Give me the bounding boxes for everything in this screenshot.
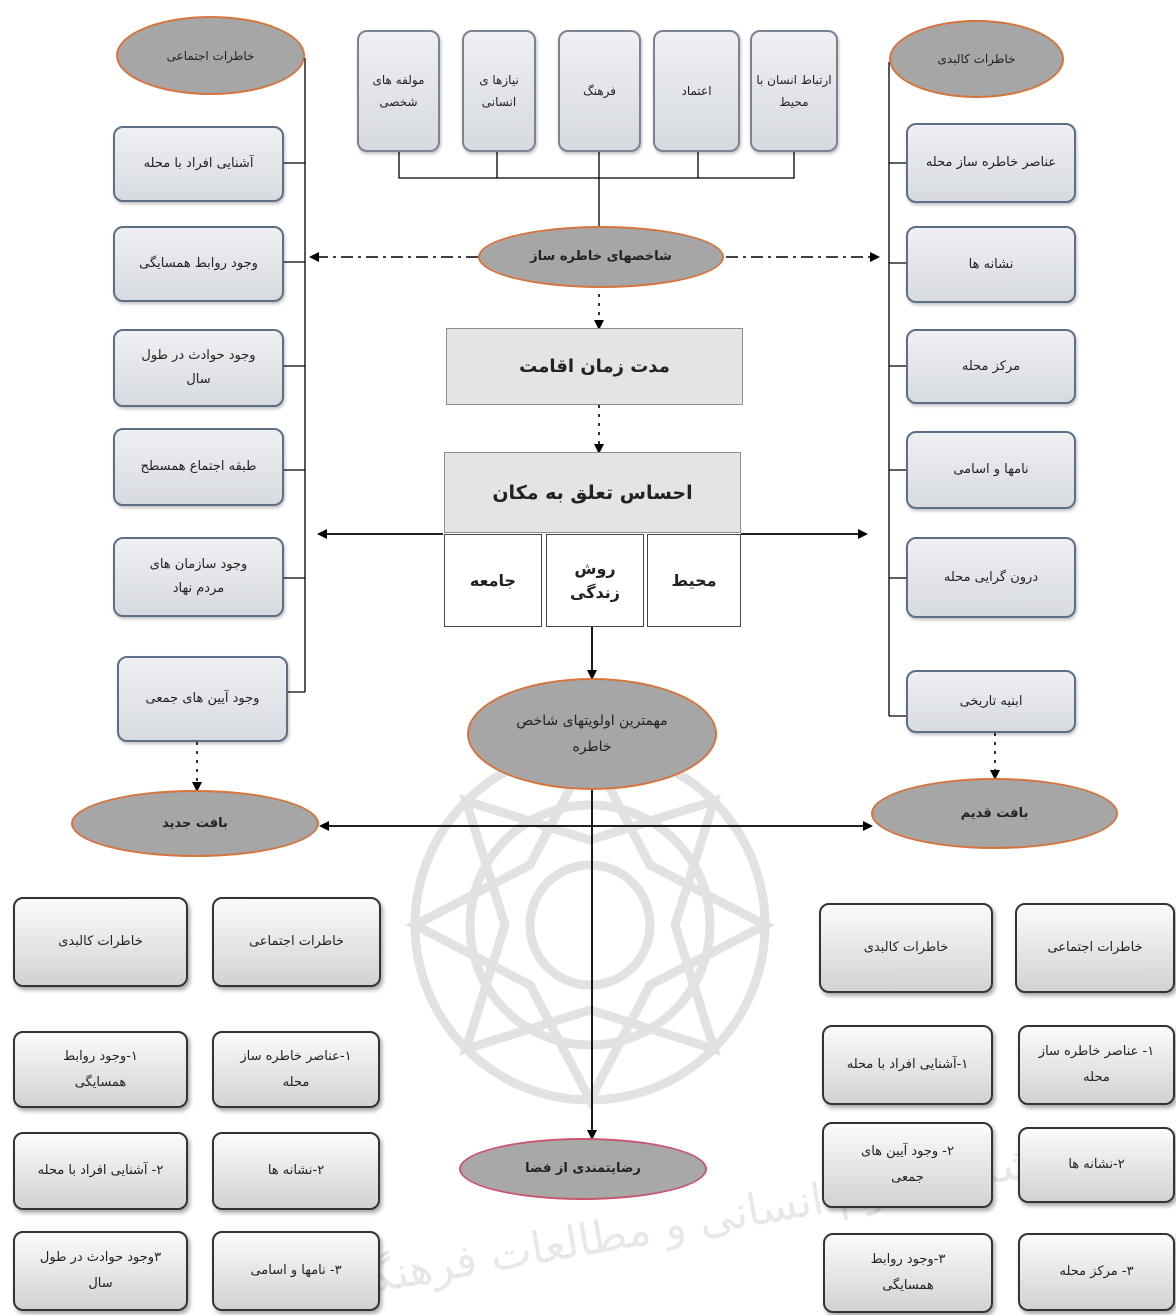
old-fabric-physical-header: خاطرات کالبدی bbox=[819, 903, 993, 993]
right-column-title: خاطرات کالبدی bbox=[889, 20, 1064, 98]
factor-human-needs: نیازها ی انسانی bbox=[462, 30, 536, 152]
old-fabric-physical-item-2: ۲- وجود آیین های جمعی bbox=[822, 1122, 993, 1208]
new-fabric-social-item-3: ۳- نامها و اسامی bbox=[212, 1231, 380, 1311]
left-item-3: وجود حوادث در طول سال bbox=[113, 329, 284, 407]
factor-trust: اعتماد bbox=[653, 30, 740, 152]
old-fabric-physical-item-1: ۱-آشنایی افراد با محله bbox=[822, 1025, 993, 1105]
right-item-1: عناصر خاطره ساز محله bbox=[906, 123, 1076, 203]
attachment-part-lifestyle: روش زندگی bbox=[546, 534, 644, 627]
space-satisfaction-ellipse: رضایتمندی از فضا bbox=[459, 1138, 707, 1200]
new-fabric-physical-item-2: ۲- آشنایی افراد با محله bbox=[13, 1132, 188, 1210]
attachment-part-society: جامعه bbox=[444, 534, 542, 627]
factor-culture: فرهنگ bbox=[558, 30, 641, 152]
old-fabric-social-item-3: ۳- مرکز محله bbox=[1018, 1233, 1175, 1311]
old-fabric-ellipse: بافت قدیم bbox=[871, 778, 1118, 849]
new-fabric-social-item-2: ۲-نشانه ها bbox=[212, 1132, 380, 1210]
residence-duration-box: مدت زمان اقامت bbox=[446, 328, 743, 405]
left-column-title: خاطرات اجتماعی bbox=[116, 16, 305, 95]
left-item-5: وجود سازمان های مردم نهاد bbox=[113, 537, 284, 617]
right-item-3: مرکز محله bbox=[906, 329, 1076, 404]
old-fabric-physical-item-3: ۳-وجود روابط همسایگی bbox=[823, 1233, 993, 1313]
right-item-6: ابنیه تاریخی bbox=[906, 670, 1076, 733]
new-fabric-social-item-1: ۱-عناصر خاطره ساز محله bbox=[212, 1031, 380, 1108]
factor-human-environment: ارتباط انسان با محیط bbox=[750, 30, 838, 152]
new-fabric-ellipse: بافت جدید bbox=[71, 790, 319, 857]
left-item-1: آشنایی افراد با محله bbox=[113, 126, 284, 202]
right-item-5: درون گرایی محله bbox=[906, 537, 1076, 618]
right-item-4: نامها و اسامی bbox=[906, 431, 1076, 509]
old-fabric-social-item-2: ۲-نشانه ها bbox=[1018, 1127, 1175, 1203]
attachment-part-environment: محیط bbox=[647, 534, 741, 627]
left-item-6: وجود آیین های جمعی bbox=[117, 656, 288, 742]
new-fabric-social-header: خاطرات اجتماعی bbox=[212, 897, 381, 987]
right-item-2: نشانه ها bbox=[906, 226, 1076, 303]
new-fabric-physical-header: خاطرات کالبدی bbox=[13, 897, 188, 987]
place-attachment-box: احساس تعلق به مکان bbox=[444, 452, 741, 533]
top-priorities-ellipse: مهمترین اولویتهای شاخص خاطره bbox=[467, 678, 717, 790]
new-fabric-physical-item-1: ۱-وجود روابط همسایگی bbox=[13, 1031, 188, 1108]
watermark-rosette bbox=[405, 740, 775, 1110]
old-fabric-social-header: خاطرات اجتماعی bbox=[1015, 903, 1175, 993]
left-item-4: طبقه اجتماع همسطح bbox=[113, 428, 284, 506]
memory-indicators-ellipse: شاخصهای خاطره ساز bbox=[478, 226, 724, 288]
factor-personal-components: مولفه های شخصی bbox=[357, 30, 440, 152]
left-item-2: وجود روابط همسایگی bbox=[113, 226, 284, 302]
new-fabric-physical-item-3: ۳وجود حوادث در طول سال bbox=[13, 1231, 188, 1311]
old-fabric-social-item-1: ۱- عناصر خاطره ساز محله bbox=[1018, 1025, 1175, 1105]
